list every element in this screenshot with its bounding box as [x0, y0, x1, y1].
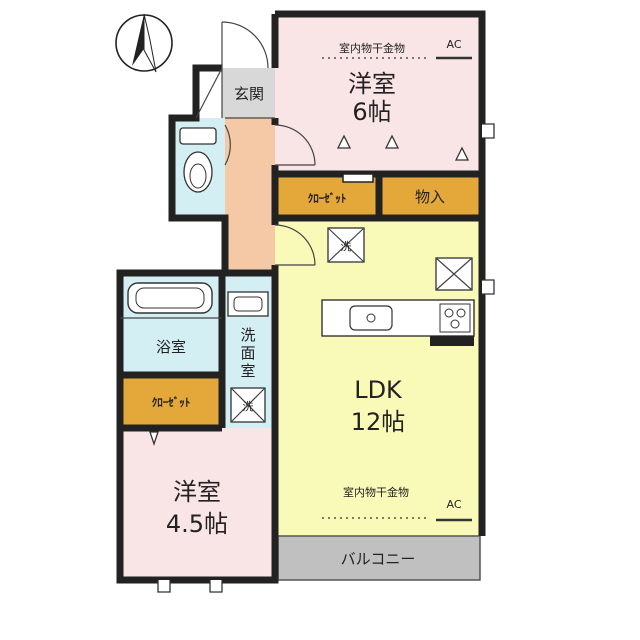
kitchen-counter-icon: [321, 299, 475, 346]
laundry-mark-label: 洗: [341, 240, 352, 253]
western-room-6-floor: [275, 14, 482, 174]
toilet-icon: [179, 127, 217, 193]
entrance-label: 玄関: [234, 85, 264, 103]
western-room-6-name: 洋室: [348, 70, 396, 98]
washroom-label-2: 面: [240, 344, 255, 362]
laundry-pan-ldk-icon: [327, 227, 365, 263]
laundry-pan-icon: [230, 387, 266, 423]
western-room-45-floor: [120, 428, 275, 580]
ldk-name: LDK: [354, 376, 403, 404]
hallway-floor: [225, 118, 275, 273]
entrance-door-icon[interactable]: [195, 21, 269, 119]
storage-floor: [379, 174, 482, 218]
western-room-6-ac-label: AC: [446, 38, 461, 51]
north-compass-icon: [115, 13, 173, 73]
western-room-45-size: 4.5帖: [166, 510, 228, 538]
toilet-door-icon[interactable]: [224, 124, 231, 166]
western-room-6-size: 6帖: [352, 98, 391, 126]
walls: [116, 10, 486, 584]
closet-lower-floor: [120, 375, 222, 428]
ldk-ac-label: AC: [446, 498, 461, 511]
washroom-label-3: 室: [240, 362, 255, 380]
ldk-door-icon[interactable]: [274, 224, 316, 266]
bath-label: 浴室: [156, 338, 186, 356]
laundry-mark-washroom-label: 洗: [243, 400, 254, 413]
closet-lower-label: ｸﾛｰｾﾞｯﾄ: [152, 395, 191, 409]
refrigerator-space-icon: [435, 257, 473, 291]
western-room-6-drying-label: 室内物干金物: [339, 41, 405, 55]
ldk-drying-label: 室内物干金物: [343, 485, 409, 499]
entrance-floor: [222, 68, 275, 118]
western-room-6-door-icon[interactable]: [274, 124, 316, 166]
balcony-floor: [277, 535, 481, 581]
window-icon: [149, 123, 495, 593]
washroom-label-1: 洗: [240, 326, 255, 344]
closet-upper-label: ｸﾛｰｾﾞｯﾄ: [308, 191, 347, 205]
wash-basin-icon: [227, 291, 269, 317]
western-room-45-name: 洋室: [173, 478, 221, 506]
storage-label: 物入: [415, 188, 445, 206]
balcony-label: バルコニー: [341, 550, 416, 568]
bathtub-icon: [127, 282, 213, 314]
ldk-size: 12帖: [351, 408, 406, 436]
